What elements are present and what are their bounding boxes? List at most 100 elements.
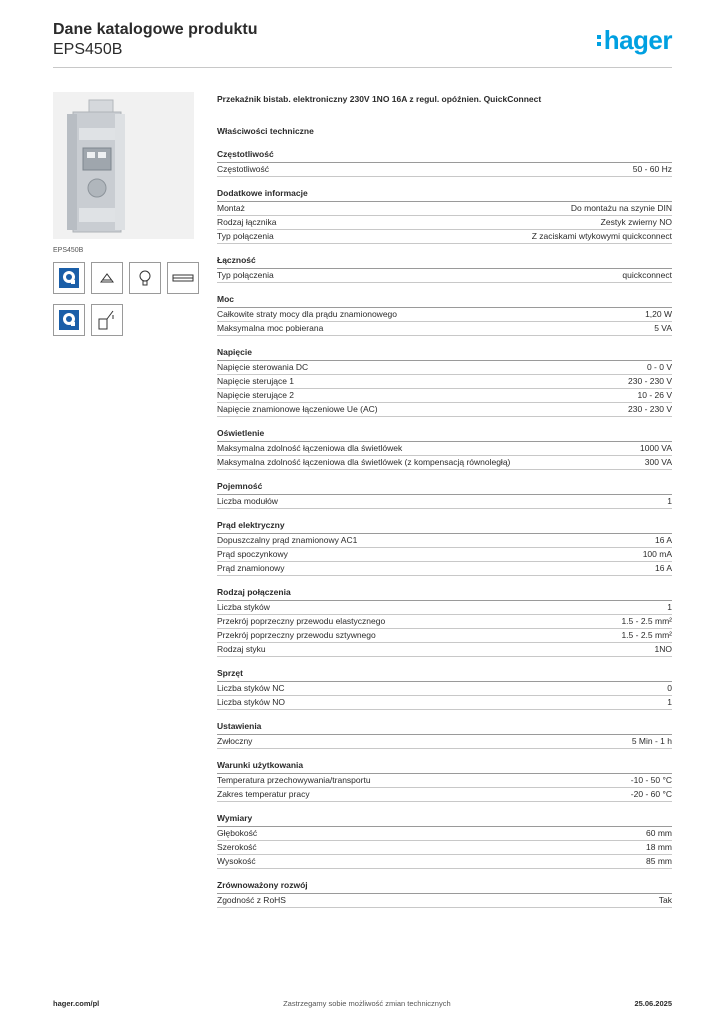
- quickconnect-icon: [53, 262, 85, 294]
- spec-value: 1: [667, 602, 672, 612]
- product-description: Przekaźnik bistab. elektroniczny 230V 1N…: [217, 94, 542, 104]
- product-image: [53, 92, 194, 239]
- spec-value: 10 - 26 V: [637, 390, 673, 400]
- hager-logo: hager: [596, 25, 673, 55]
- spec-label: Szerokość: [217, 842, 257, 852]
- spec-label: Maksymalna zdolność łączeniowa dla świet…: [217, 457, 511, 467]
- footer-website: hager.com/pl: [53, 999, 100, 1008]
- switch-icon: [91, 304, 123, 336]
- spec-value: 18 mm: [646, 842, 672, 852]
- spec-label: Prąd znamionowy: [217, 563, 285, 573]
- quickconnect-icon: [53, 304, 85, 336]
- section-heading: Dodatkowe informacje: [217, 188, 672, 202]
- spec-label: Rodzaj łącznika: [217, 217, 277, 227]
- section-heading: Zrównoważony rozwój: [217, 880, 672, 894]
- section-heading: Prąd elektryczny: [217, 520, 672, 534]
- spec-label: Montaż: [217, 203, 245, 213]
- spec-value: 1.5 - 2.5 mm²: [621, 630, 672, 640]
- page-title: Dane katalogowe produktu: [53, 21, 258, 38]
- page-header: Dane katalogowe produktu EPS450B: [53, 20, 257, 60]
- spec-value: 230 - 230 V: [628, 404, 672, 414]
- logo-dots-icon: [596, 34, 601, 46]
- product-image-label: EPS450B: [53, 247, 84, 254]
- section-heading: Wymiary: [217, 813, 672, 827]
- spec-row: Szerokość 18 mm: [217, 841, 672, 855]
- page-footer: hager.com/pl Zastrzegamy sobie możliwość…: [53, 999, 672, 1008]
- spec-value: 1NO: [654, 644, 672, 654]
- spec-label: Napięcie znamionowe łączeniowe Ue (AC): [217, 404, 378, 414]
- spec-label: Liczba styków NO: [217, 697, 286, 707]
- lamp-icon: [129, 262, 161, 294]
- spec-value: 16 A: [654, 535, 672, 545]
- section-heading: Pojemność: [217, 481, 672, 495]
- spec-label: Prąd spoczynkowy: [217, 549, 288, 559]
- spec-row: Temperatura przechowywania/transportu-10…: [217, 774, 672, 788]
- spec-label: Typ połączenia: [217, 270, 274, 280]
- spec-label: Maksymalna zdolność łączeniowa dla świet…: [217, 443, 403, 453]
- spec-value: 1,20 W: [645, 309, 672, 319]
- spec-label: Częstotliwość: [217, 164, 269, 174]
- header-divider: [53, 67, 672, 68]
- section-heading: Oświetlenie: [217, 428, 672, 442]
- spec-label: Napięcie sterujące 1: [217, 376, 295, 386]
- spec-label: Rodzaj styku: [217, 644, 266, 654]
- section-heading: Napięcie: [217, 347, 672, 361]
- spec-value: 0 - 0 V: [646, 362, 672, 372]
- spec-label: Napięcie sterujące 2: [217, 390, 295, 400]
- spec-label: Liczba modułów: [217, 496, 278, 506]
- spec-row: Całkowite straty mocy dla prądu znamiono…: [217, 308, 672, 322]
- spec-row: Zgodność z RoHS Tak: [217, 894, 672, 908]
- spec-label: Wysokość: [217, 856, 256, 866]
- spec-row: Napięcie znamionowe łączeniowe Ue (AC) 23…: [217, 403, 672, 417]
- footer-date: 25.06.2025: [634, 999, 672, 1008]
- spec-row: Częstotliwość 50 - 60 Hz: [217, 163, 672, 177]
- spec-panel: Przekaźnik bistab. elektroniczny 230V 1N…: [217, 94, 672, 919]
- spec-value: -20 - 60 °C: [630, 789, 672, 799]
- spec-value: 1.5 - 2.5 mm²: [621, 616, 672, 626]
- spec-label: Głębokość: [217, 828, 258, 838]
- section-heading: Rodzaj połączenia: [217, 587, 672, 601]
- certification-icons: [53, 262, 199, 336]
- spec-label: Zgodność z RoHS: [217, 895, 286, 905]
- spec-value: 0: [667, 683, 672, 693]
- spec-row: Przekrój poprzeczny przewodu elastyczneg…: [217, 615, 672, 629]
- spec-label: Przekrój poprzeczny przewodu sztywnego: [217, 630, 376, 640]
- logo-text: hager: [603, 25, 673, 55]
- spec-row: Napięcie sterowania DC 0 - 0 V: [217, 361, 672, 375]
- product-code: EPS450B: [53, 41, 123, 58]
- spec-row: Rodzaj styku 1NO: [217, 643, 672, 657]
- spec-value: Tak: [658, 895, 672, 905]
- spec-row: Napięcie sterujące 2 10 - 26 V: [217, 389, 672, 403]
- spec-row: Przekrój poprzeczny przewodu sztywnego 1.…: [217, 629, 672, 643]
- spec-label: Całkowite straty mocy dla prądu znamiono…: [217, 309, 398, 319]
- footer-disclaimer: Zastrzegamy sobie możliwość zmian techni…: [283, 999, 451, 1008]
- spec-label: Przekrój poprzeczny przewodu elastyczneg…: [217, 616, 386, 626]
- spec-label: Napięcie sterowania DC: [217, 362, 309, 372]
- spec-value: 50 - 60 Hz: [632, 164, 672, 174]
- product-panel: EPS450B: [53, 92, 199, 336]
- tech-title: Właściwości techniczne: [217, 126, 314, 136]
- spec-value: -10 - 50 °C: [630, 775, 672, 785]
- spec-value: 60 mm: [646, 828, 672, 838]
- section-heading: Częstotliwość: [217, 149, 672, 163]
